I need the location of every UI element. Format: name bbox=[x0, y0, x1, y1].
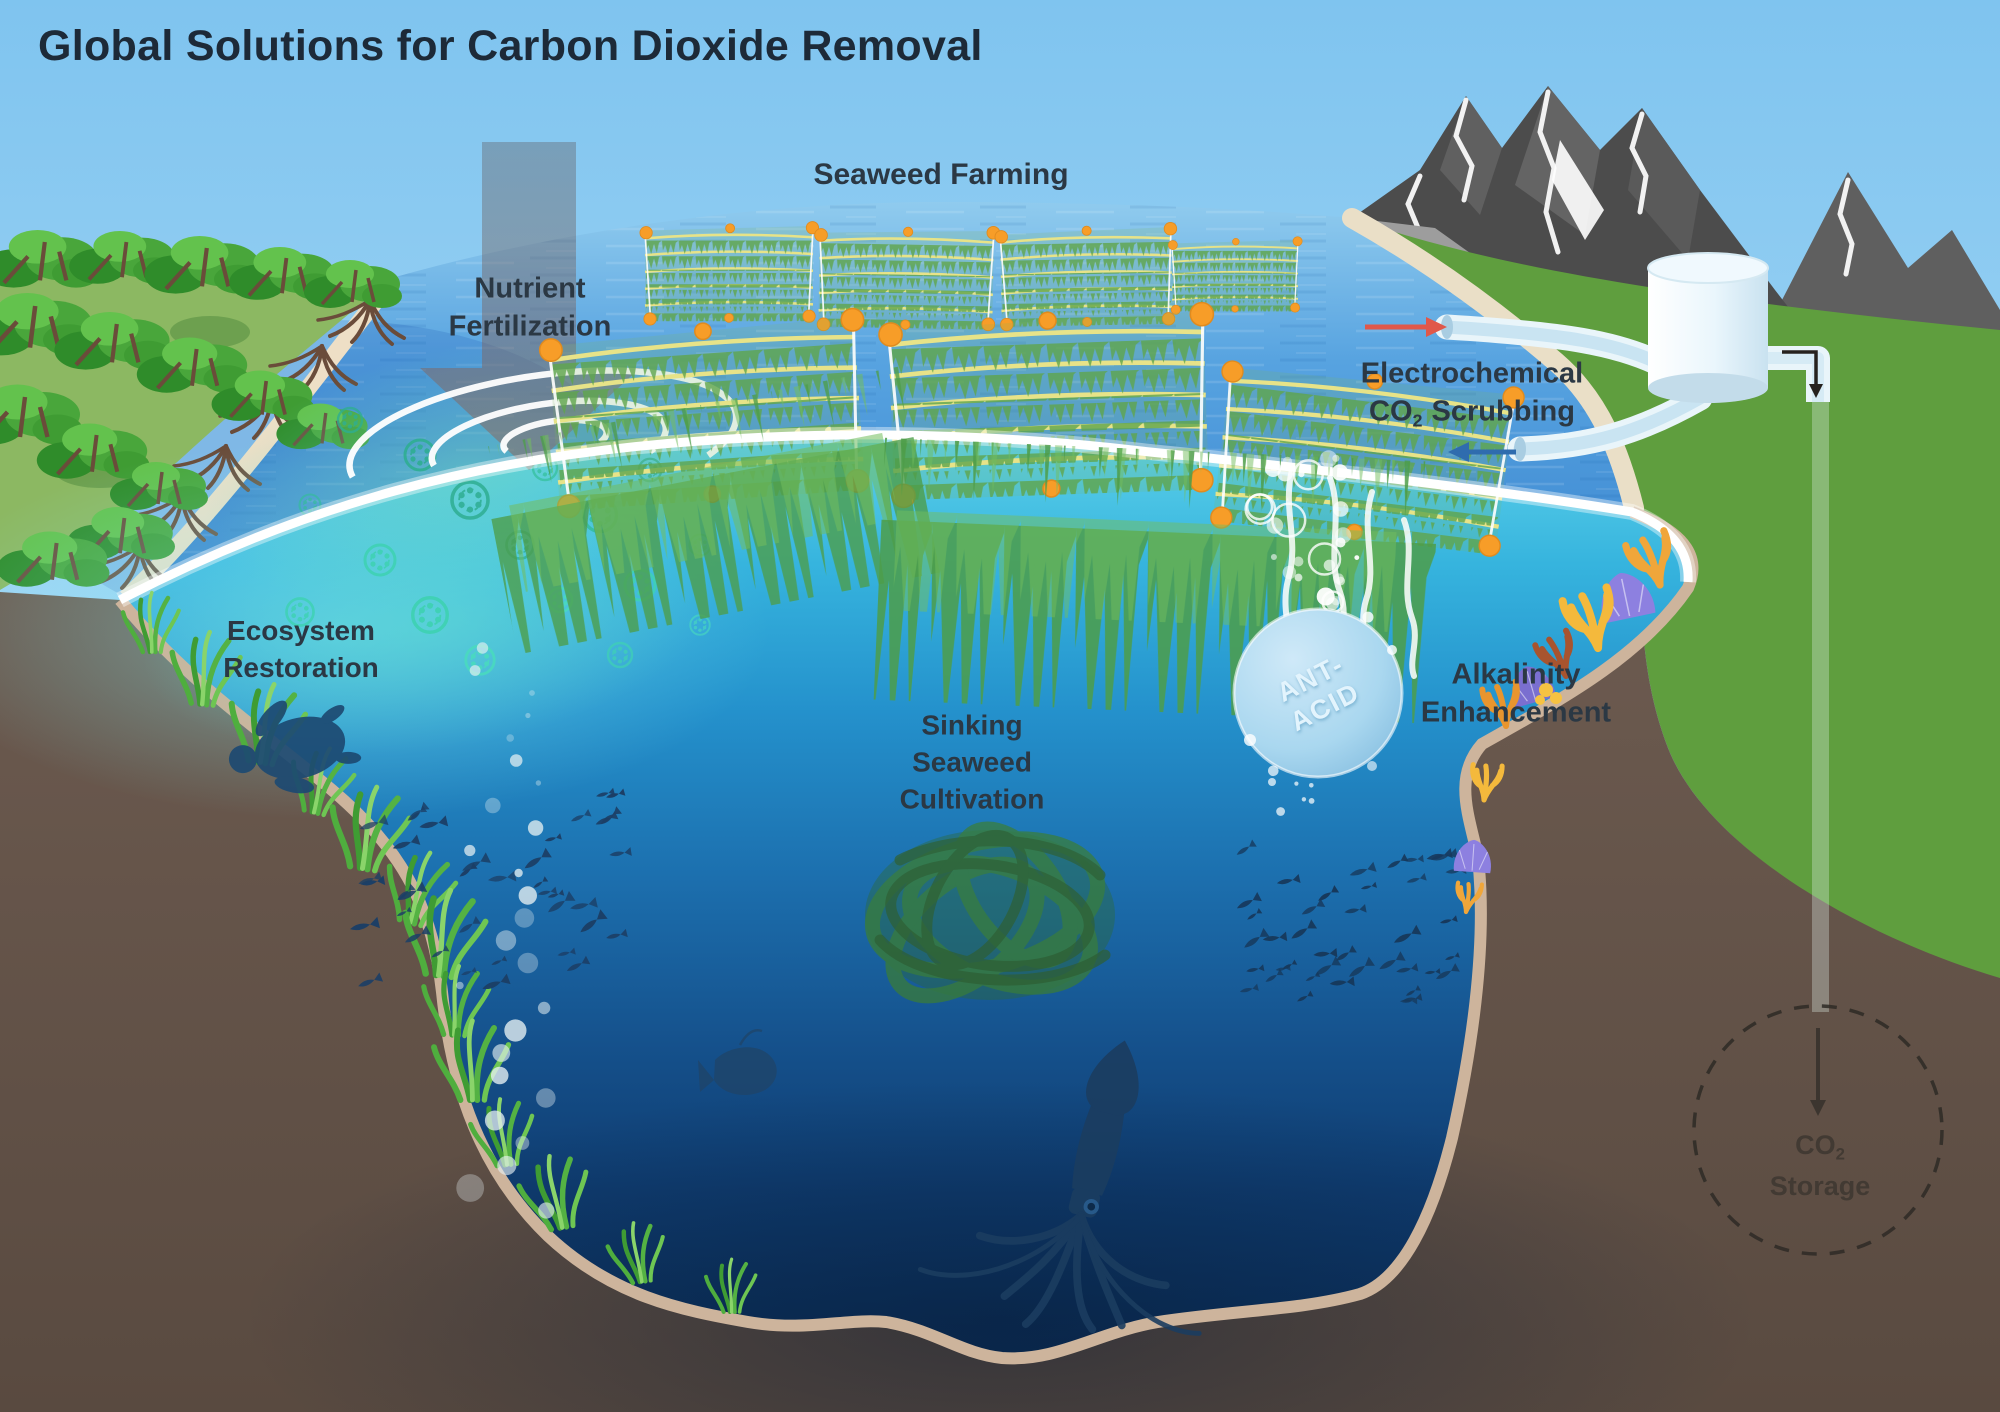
label-line: Storage bbox=[1769, 1170, 1871, 1201]
label-sinking-seaweed-cultivation: Sinking Seaweed Cultivation bbox=[900, 708, 1045, 819]
flow-arrow-in-icon bbox=[1365, 317, 1447, 337]
label-nutrient-fertilization: Nutrient Fertilization bbox=[449, 270, 612, 347]
chem-co: CO bbox=[1369, 395, 1413, 428]
chem-subscript: 2 bbox=[1412, 410, 1423, 431]
label-line: Scrubbing bbox=[1431, 395, 1575, 428]
page-title: Global Solutions for Carbon Dioxide Remo… bbox=[38, 22, 983, 70]
label-line: Nutrient bbox=[474, 272, 586, 305]
label-line: Fertilization bbox=[448, 311, 612, 343]
chem-subscript: 2 bbox=[1835, 1144, 1845, 1164]
bubble-column bbox=[456, 642, 556, 1219]
pipe-direction-arrow-icon bbox=[1782, 350, 1823, 398]
label-line: Seaweed bbox=[912, 746, 1032, 778]
sinking-seaweed-ball bbox=[864, 821, 1115, 1004]
anglerfish-icon bbox=[698, 1029, 777, 1095]
flow-arrow-out-icon bbox=[1448, 442, 1516, 462]
label-line: Sinking bbox=[921, 709, 1023, 741]
antacid-tablet-icon bbox=[1232, 607, 1404, 786]
label-alkalinity-enhancement: Alkalinity Enhancement bbox=[1421, 656, 1611, 733]
label-co2-storage: CO2 Storage bbox=[1770, 1126, 1871, 1206]
label-line: Alkalinity bbox=[1451, 658, 1581, 691]
beach-edge bbox=[1342, 208, 1644, 518]
turtle-icon bbox=[228, 700, 362, 794]
chem-co: CO bbox=[1795, 1129, 1836, 1160]
label-seaweed-farming: Seaweed Farming bbox=[813, 158, 1069, 192]
label-line: Cultivation bbox=[899, 783, 1045, 815]
down-arrow-icon bbox=[1810, 1028, 1826, 1116]
surface-cut-line bbox=[116, 426, 1697, 608]
coral-reef bbox=[1453, 531, 1679, 914]
label-line: Ecosystem bbox=[227, 615, 375, 647]
label-electrochemical-co2-scrubbing: Electrochemical CO2 Scrubbing bbox=[1361, 354, 1583, 433]
label-line: Electrochemical bbox=[1360, 357, 1584, 390]
label-ecosystem-restoration: Ecosystem Restoration bbox=[223, 613, 379, 687]
co2-storage-zone bbox=[1692, 1004, 1944, 1256]
storage-tank-icon bbox=[1647, 252, 1769, 403]
hanging-seaweed-curtain bbox=[477, 366, 1440, 724]
scrubbing-facility bbox=[1365, 252, 1830, 1012]
injection-pipe-underground bbox=[1812, 402, 1829, 1012]
outflow-pipe bbox=[1507, 385, 1713, 462]
label-line: Restoration bbox=[223, 652, 379, 683]
squid-icon bbox=[917, 1040, 1202, 1336]
label-line: Enhancement bbox=[1420, 697, 1612, 729]
